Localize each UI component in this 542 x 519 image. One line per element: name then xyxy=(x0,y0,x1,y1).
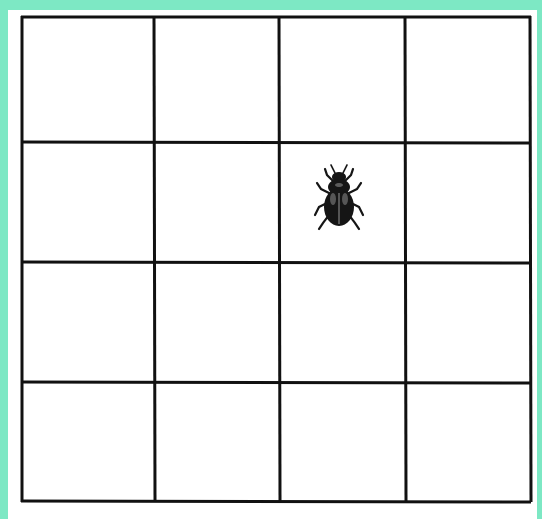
grid-cells xyxy=(22,17,530,501)
grid-cell-r2-c4 xyxy=(405,142,530,262)
grid-cell-r4-c2 xyxy=(154,382,279,501)
grid-line-horizontal xyxy=(21,262,531,263)
grid-line-horizontal xyxy=(21,501,531,502)
grid-cell-r4-c4 xyxy=(405,382,530,501)
grid-line-vertical xyxy=(154,16,155,502)
grid-cell-r4-c3 xyxy=(279,382,405,501)
grid-cell-r4-c1 xyxy=(22,382,154,501)
grid-cell-r1-c2 xyxy=(154,17,279,142)
grid-cell-r3-c2 xyxy=(154,262,279,382)
grid-line-vertical xyxy=(405,16,406,502)
grid-cell-r2-c2 xyxy=(154,142,279,262)
grid-cell-r3-c3 xyxy=(279,262,405,382)
grid-cell-r2-c1 xyxy=(22,142,154,262)
grid-cell-r1-c3 xyxy=(279,17,405,142)
grid-line-horizontal xyxy=(21,142,531,143)
grid-line-horizontal xyxy=(21,382,531,383)
grid-cell-r3-c4 xyxy=(405,262,530,382)
grid-cell-r1-c1 xyxy=(22,17,154,142)
grid-line-vertical xyxy=(530,16,531,502)
grid-cell-r3-c1 xyxy=(22,262,154,382)
grid-line-vertical xyxy=(279,16,280,502)
grid-cell-r1-c4 xyxy=(405,17,530,142)
